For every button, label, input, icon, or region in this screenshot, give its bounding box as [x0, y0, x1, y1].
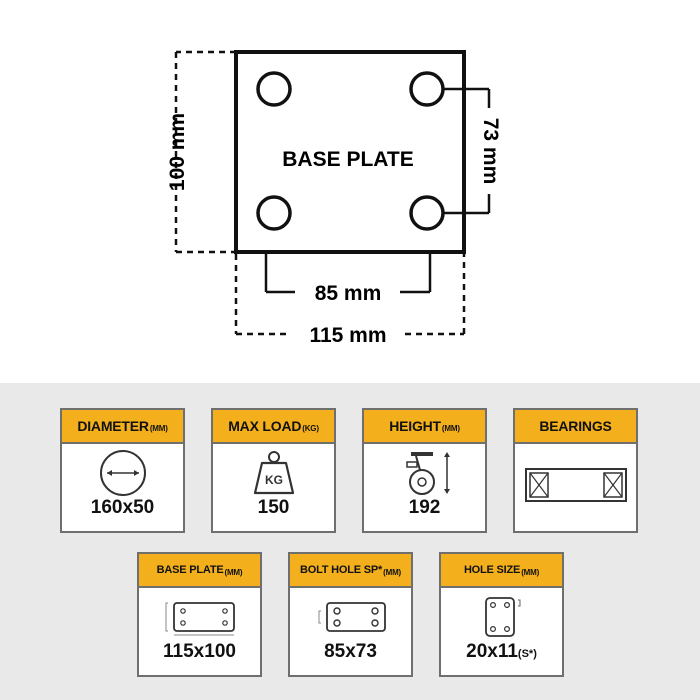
- spec-title: BEARINGS: [539, 418, 612, 434]
- spec-card-height: HEIGHT(MM) 192: [362, 408, 487, 533]
- base-plate-icon: [139, 592, 260, 642]
- spec-card-hole-size: HOLE SIZE(MM) 20x11(S*): [439, 552, 564, 677]
- spec-unit: (MM): [149, 423, 168, 433]
- spec-title: BOLT HOLE SP*: [299, 564, 383, 576]
- spec-title: BASE PLATE: [156, 564, 224, 576]
- spec-card-bolt-hole-spacing: BOLT HOLE SP*(MM) 85x73: [288, 552, 413, 677]
- spec-card-header: HEIGHT(MM): [364, 410, 485, 444]
- bearings-icon: [515, 460, 636, 510]
- diameter-icon: [62, 448, 183, 498]
- width-dimension: [234, 254, 466, 336]
- height-dimension-label: 100 mm: [166, 113, 189, 191]
- plate-label: BASE PLATE: [282, 148, 413, 171]
- spec-card-header: HOLE SIZE(MM): [441, 554, 562, 588]
- bolt-hole-icon: [290, 592, 411, 642]
- spec-title: MAX LOAD: [228, 418, 302, 434]
- width-dimension-label: 115 mm: [309, 324, 386, 347]
- spec-unit: (MM): [224, 567, 243, 577]
- spec-card-header: MAX LOAD(KG): [213, 410, 334, 444]
- hole-size-icon: [441, 592, 562, 642]
- caster-height-icon: [364, 448, 485, 498]
- base-plate-diagram: BASE PLATE 100 mm 73 mm 85 mm 115 mm: [166, 50, 502, 347]
- spec-title: DIAMETER: [77, 418, 149, 434]
- spec-unit: (KG): [302, 423, 319, 433]
- bolt-hole-top-left: [256, 71, 292, 107]
- weight-icon: KG: [213, 448, 334, 498]
- spec-value: 85x73: [324, 641, 377, 662]
- spec-value: 192: [408, 497, 441, 518]
- hole-vertical-label: 73 mm: [479, 118, 502, 185]
- spec-value: 150: [257, 497, 290, 518]
- spec-value: 160x50: [90, 497, 155, 518]
- spec-card-diameter: DIAMETER(MM) 160x50: [60, 408, 185, 533]
- spec-card-header: BASE PLATE(MM): [139, 554, 260, 588]
- spec-unit: (MM): [521, 567, 540, 577]
- spec-card-header: BEARINGS: [515, 410, 636, 444]
- base-plate-outline: [234, 50, 466, 254]
- spec-card-max-load: MAX LOAD(KG) KG 150: [211, 408, 336, 533]
- spec-title: HOLE SIZE: [463, 564, 521, 576]
- spec-title: HEIGHT: [389, 418, 441, 434]
- spec-card-bearings: BEARINGS: [513, 408, 638, 533]
- svg-text:KG: KG: [265, 473, 283, 487]
- spec-unit: (MM): [441, 423, 460, 433]
- hole-horizontal-label: 85 mm: [315, 282, 382, 305]
- hole-horizontal-dimension: [264, 254, 432, 294]
- spec-card-header: DIAMETER(MM): [62, 410, 183, 444]
- spec-card-base-plate: BASE PLATE(MM) 115x100: [137, 552, 262, 677]
- spec-value: 115x100: [163, 641, 236, 662]
- bolt-hole-bottom-left: [256, 195, 292, 231]
- spec-unit: (MM): [383, 567, 401, 577]
- spec-value: 20x11(S*): [466, 641, 537, 662]
- height-dimension: [174, 50, 236, 254]
- spec-card-header: BOLT HOLE SP*(MM): [290, 554, 411, 588]
